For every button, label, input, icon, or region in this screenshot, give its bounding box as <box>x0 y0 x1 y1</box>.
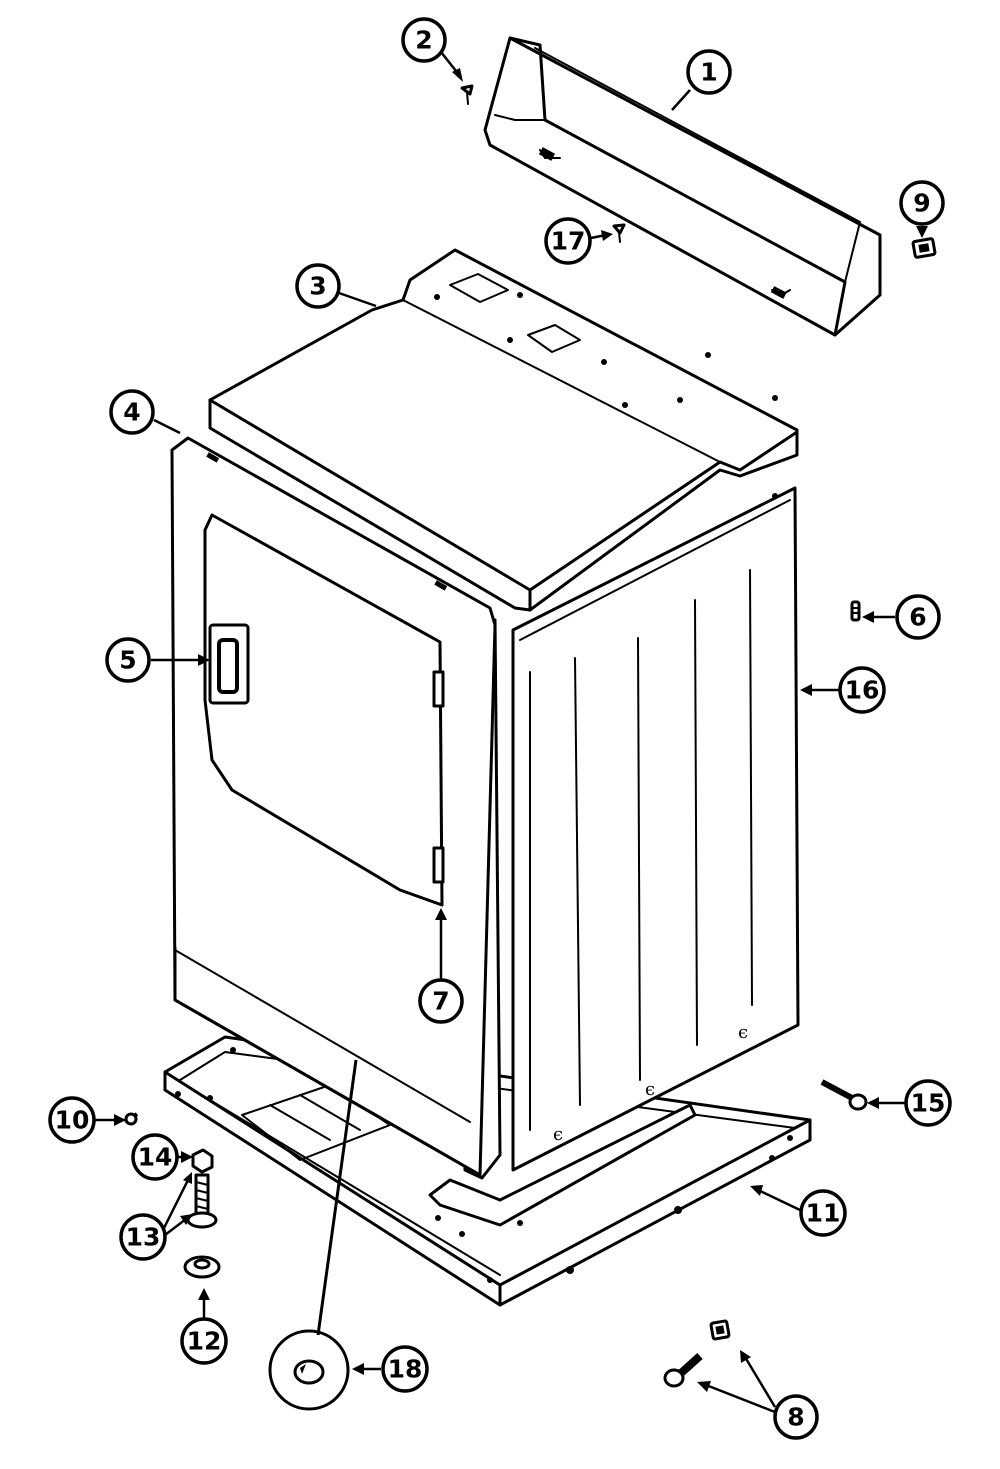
callout-10-label: 10 <box>55 1106 90 1135</box>
clip-part-9 <box>911 237 937 259</box>
callout-10: 10 <box>48 1096 96 1144</box>
button-part-18 <box>268 1329 350 1411</box>
svg-text:ϵ: ϵ <box>553 1124 563 1145</box>
hardware-part-8 <box>663 1319 731 1388</box>
callout-11-label: 11 <box>806 1199 841 1228</box>
screw-part-10 <box>123 1112 139 1126</box>
callout-5-label: 5 <box>119 646 136 675</box>
callout-3-label: 3 <box>309 272 326 301</box>
callout-9-label: 9 <box>913 189 930 218</box>
callout-6: 6 <box>895 594 941 640</box>
callout-2-label: 2 <box>415 26 432 55</box>
nut-part-14 <box>191 1148 214 1174</box>
callout-17-label: 17 <box>551 227 586 256</box>
screw-part-15 <box>820 1079 868 1111</box>
callout-18: 18 <box>381 1345 429 1393</box>
callout-12-label: 12 <box>187 1327 222 1356</box>
callout-9: 9 <box>899 180 945 226</box>
callout-7: 7 <box>418 978 464 1024</box>
callout-14: 14 <box>131 1133 179 1181</box>
screw-part-6 <box>850 600 861 622</box>
leveling-leg-part-13 <box>186 1173 218 1229</box>
leader-lines <box>95 51 928 1414</box>
callout-8-label: 8 <box>787 1403 804 1432</box>
callout-8: 8 <box>773 1394 819 1440</box>
svg-text:ϵ: ϵ <box>645 1079 655 1100</box>
top-panel <box>208 248 799 612</box>
callout-17: 17 <box>544 217 592 265</box>
callout-16: 16 <box>838 666 886 714</box>
callout-1-label: 1 <box>700 58 717 87</box>
cabinet-side-panel: ϵ ϵ ϵ <box>511 486 800 1172</box>
callout-1: 1 <box>686 49 732 95</box>
screw-part-17 <box>612 223 626 243</box>
callout-4: 4 <box>109 389 155 435</box>
callout-15: 15 <box>904 1079 952 1127</box>
callout-12: 12 <box>180 1317 228 1365</box>
callout-2: 2 <box>401 17 447 63</box>
callout-4-label: 4 <box>123 398 140 427</box>
control-console <box>483 36 882 337</box>
callout-14-label: 14 <box>138 1143 173 1172</box>
callout-18-label: 18 <box>388 1355 423 1384</box>
foot-pad-part-12 <box>183 1255 221 1279</box>
callout-5: 5 <box>105 637 151 683</box>
callout-15-label: 15 <box>911 1089 946 1118</box>
callout-11: 11 <box>799 1189 847 1237</box>
callout-16-label: 16 <box>845 676 880 705</box>
callout-3: 3 <box>295 263 341 309</box>
callout-13: 13 <box>119 1213 167 1261</box>
callout-7-label: 7 <box>432 987 449 1016</box>
screw-part-2 <box>460 84 474 105</box>
callout-13-label: 13 <box>126 1223 161 1252</box>
callout-6-label: 6 <box>909 603 926 632</box>
svg-text:ϵ: ϵ <box>738 1022 748 1043</box>
door <box>203 513 445 907</box>
